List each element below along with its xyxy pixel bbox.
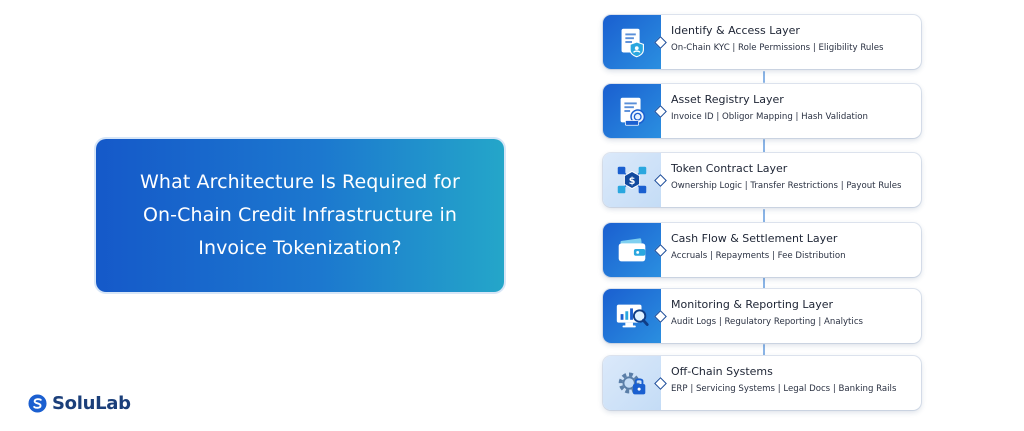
logo-text: SoluLab: [52, 393, 131, 414]
diagram-title: What Architecture Is Required for On-Cha…: [140, 171, 460, 259]
layer-title: Cash Flow & Settlement Layer: [671, 232, 838, 245]
layer-title: Monitoring & Reporting Layer: [671, 298, 834, 311]
layer-title: Off-Chain Systems: [671, 365, 773, 378]
wallet-icon: [603, 223, 661, 277]
layer-card-cash-flow-settlement: Cash Flow & Settlement Layer Accruals | …: [603, 223, 921, 277]
layer-title: Asset Registry Layer: [671, 93, 784, 106]
asset-registry-document-icon: [603, 84, 661, 138]
connector-line: [763, 71, 765, 83]
monitor-magnifier-icon: [603, 289, 661, 343]
layer-description: Audit Logs | Regulatory Reporting | Anal…: [671, 317, 864, 327]
connector-line: [763, 209, 765, 223]
gear-lock-icon: [603, 356, 661, 410]
layer-description: Invoice ID | Obligor Mapping | Hash Vali…: [671, 112, 868, 122]
layer-description: On-Chain KYC | Role Permissions | Eligib…: [671, 43, 884, 53]
layer-description: Accruals | Repayments | Fee Distribution: [671, 251, 846, 261]
svg-text:$: $: [629, 176, 636, 187]
layer-card-off-chain-systems: Off-Chain Systems ERP | Servicing System…: [603, 356, 921, 410]
solulab-logo: SoluLab: [28, 393, 131, 414]
layer-card-monitoring-reporting: Monitoring & Reporting Layer Audit Logs …: [603, 289, 921, 343]
title-card: What Architecture Is Required for On-Cha…: [96, 139, 504, 292]
layer-description: Ownership Logic | Transfer Restrictions …: [671, 181, 902, 191]
layer-card-token-contract: $ Token Contract Layer Ownership Logic |…: [603, 153, 921, 207]
layer-card-identity-access: Identify & Access Layer On-Chain KYC | R…: [603, 15, 921, 69]
connector-line: [763, 344, 765, 356]
layer-card-asset-registry: Asset Registry Layer Invoice ID | Obligo…: [603, 84, 921, 138]
identity-shield-document-icon: [603, 15, 661, 69]
layer-title: Token Contract Layer: [671, 162, 788, 175]
connector-line: [763, 139, 765, 153]
connector-line: [763, 277, 765, 289]
token-contract-network-icon: $: [603, 153, 661, 207]
layer-title: Identify & Access Layer: [671, 24, 800, 37]
layer-description: ERP | Servicing Systems | Legal Docs | B…: [671, 384, 897, 394]
solulab-logo-icon: [28, 394, 47, 413]
